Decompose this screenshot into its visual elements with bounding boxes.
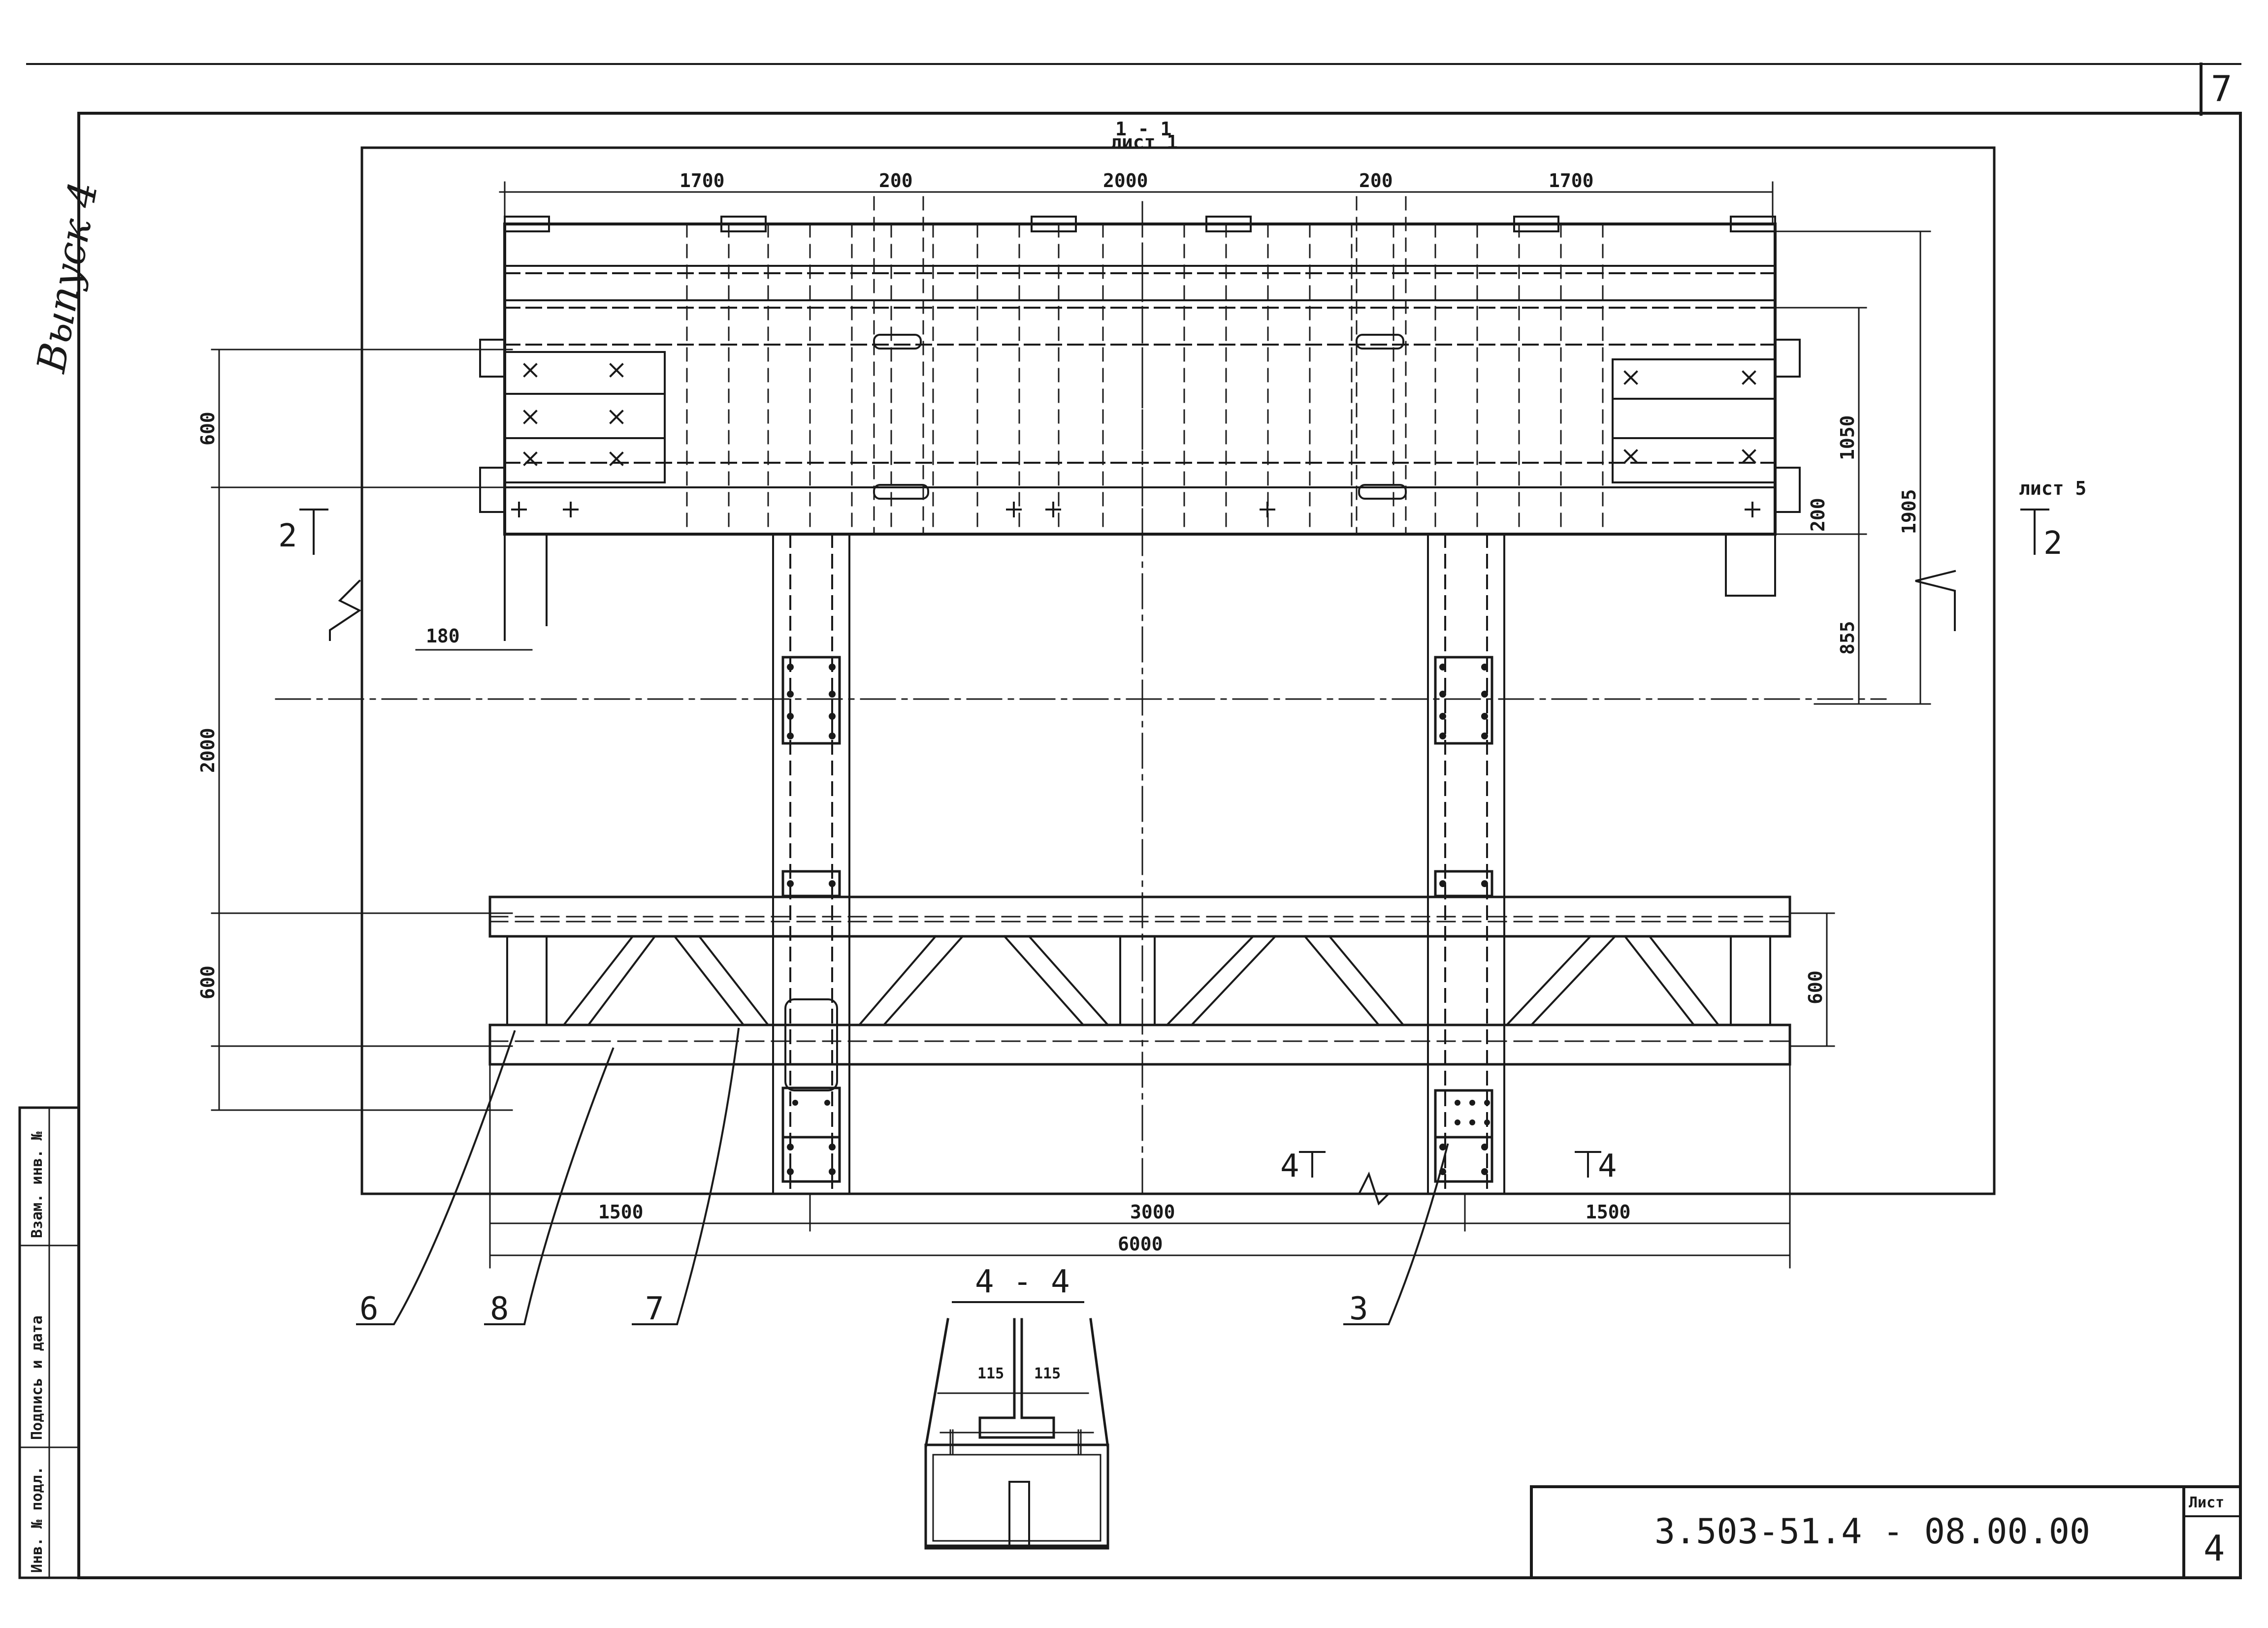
sheet-number: 4 bbox=[2203, 1528, 2225, 1569]
right-dim-1905: 1905 bbox=[1898, 489, 1920, 534]
callout-3: 3 bbox=[1349, 1291, 1368, 1327]
left-dim-600-bottom: 600 bbox=[197, 965, 219, 999]
dim-180: 180 bbox=[426, 625, 460, 647]
plank-x-marks bbox=[523, 363, 1756, 466]
detail-dim-right: 115 bbox=[1034, 1365, 1061, 1382]
section-mark-4-left: 4 bbox=[1280, 1148, 1299, 1184]
top-dim-3: 2000 bbox=[1103, 170, 1148, 192]
detail-4-4 bbox=[924, 1301, 1109, 1550]
bolt-plus-marks bbox=[511, 502, 1760, 517]
detail-title: 4 - 4 bbox=[975, 1264, 1070, 1300]
bottom-dim-3000: 3000 bbox=[1130, 1201, 1175, 1223]
callout-8: 8 bbox=[490, 1291, 509, 1327]
bottom-dim-1500-left: 1500 bbox=[598, 1201, 644, 1223]
sheet-frame bbox=[18, 63, 2242, 1579]
right-dim-855: 855 bbox=[1837, 621, 1858, 655]
right-column bbox=[1427, 533, 1505, 1195]
sheet-texts: 7 Выпуск 4 3.503-51.4 - 08.00.00 Лист 4 … bbox=[28, 68, 2233, 1573]
section-2-ref: лист 5 bbox=[2019, 478, 2086, 499]
right-dim-200: 200 bbox=[1807, 498, 1829, 532]
dimension-lines bbox=[211, 181, 2049, 1269]
top-dim-4: 200 bbox=[1359, 170, 1393, 192]
center-lines bbox=[275, 201, 1887, 1195]
stamp-signature: Подпись и дата bbox=[29, 1315, 46, 1440]
right-dim-1050: 1050 bbox=[1837, 415, 1858, 460]
column-plate-bolts bbox=[787, 664, 1490, 1175]
section-1-label: 1 - 1 bbox=[1115, 118, 1171, 140]
lower-truss bbox=[488, 895, 1791, 1066]
detail-dim-left: 115 bbox=[977, 1365, 1004, 1382]
stamp-replacement: Взам. инв. № bbox=[29, 1131, 46, 1238]
stamp-inventory: Инв. № подл. bbox=[29, 1466, 46, 1573]
drawing-texts: 1 - 1 лист 1 лист 5 2 2 4 4 4 - 4 6 8 7 … bbox=[197, 118, 2086, 1382]
callout-6: 6 bbox=[359, 1291, 379, 1327]
truss-diagonals bbox=[562, 935, 1720, 1026]
top-dim-2: 200 bbox=[879, 170, 913, 192]
top-dim-5: 1700 bbox=[1549, 170, 1594, 192]
left-dim-2000: 2000 bbox=[197, 728, 219, 773]
section-mark-4-right: 4 bbox=[1598, 1148, 1617, 1184]
bottom-dim-1500-right: 1500 bbox=[1586, 1201, 1631, 1223]
section-1-ref: лист 1 bbox=[1110, 131, 1178, 153]
top-dim-1: 1700 bbox=[680, 170, 725, 192]
upper-deck bbox=[479, 216, 1801, 641]
document-code: 3.503-51.4 - 08.00.00 bbox=[1654, 1511, 2090, 1552]
callout-7: 7 bbox=[645, 1291, 664, 1327]
deck-planks bbox=[686, 196, 1604, 535]
section-mark-2-right: 2 bbox=[2043, 525, 2063, 562]
callout-leaders bbox=[356, 1027, 1449, 1325]
view-boundary bbox=[360, 146, 1996, 1195]
sheet-label: Лист bbox=[2189, 1494, 2224, 1511]
overall-dim-6000: 6000 bbox=[1118, 1233, 1163, 1255]
section-mark-2-left: 2 bbox=[278, 518, 297, 554]
left-dim-600-top: 600 bbox=[197, 412, 219, 446]
left-column bbox=[772, 533, 850, 1195]
page-number: 7 bbox=[2211, 68, 2232, 109]
series-label: Выпуск 4 bbox=[28, 178, 107, 377]
right-dim-600: 600 bbox=[1805, 970, 1826, 1004]
